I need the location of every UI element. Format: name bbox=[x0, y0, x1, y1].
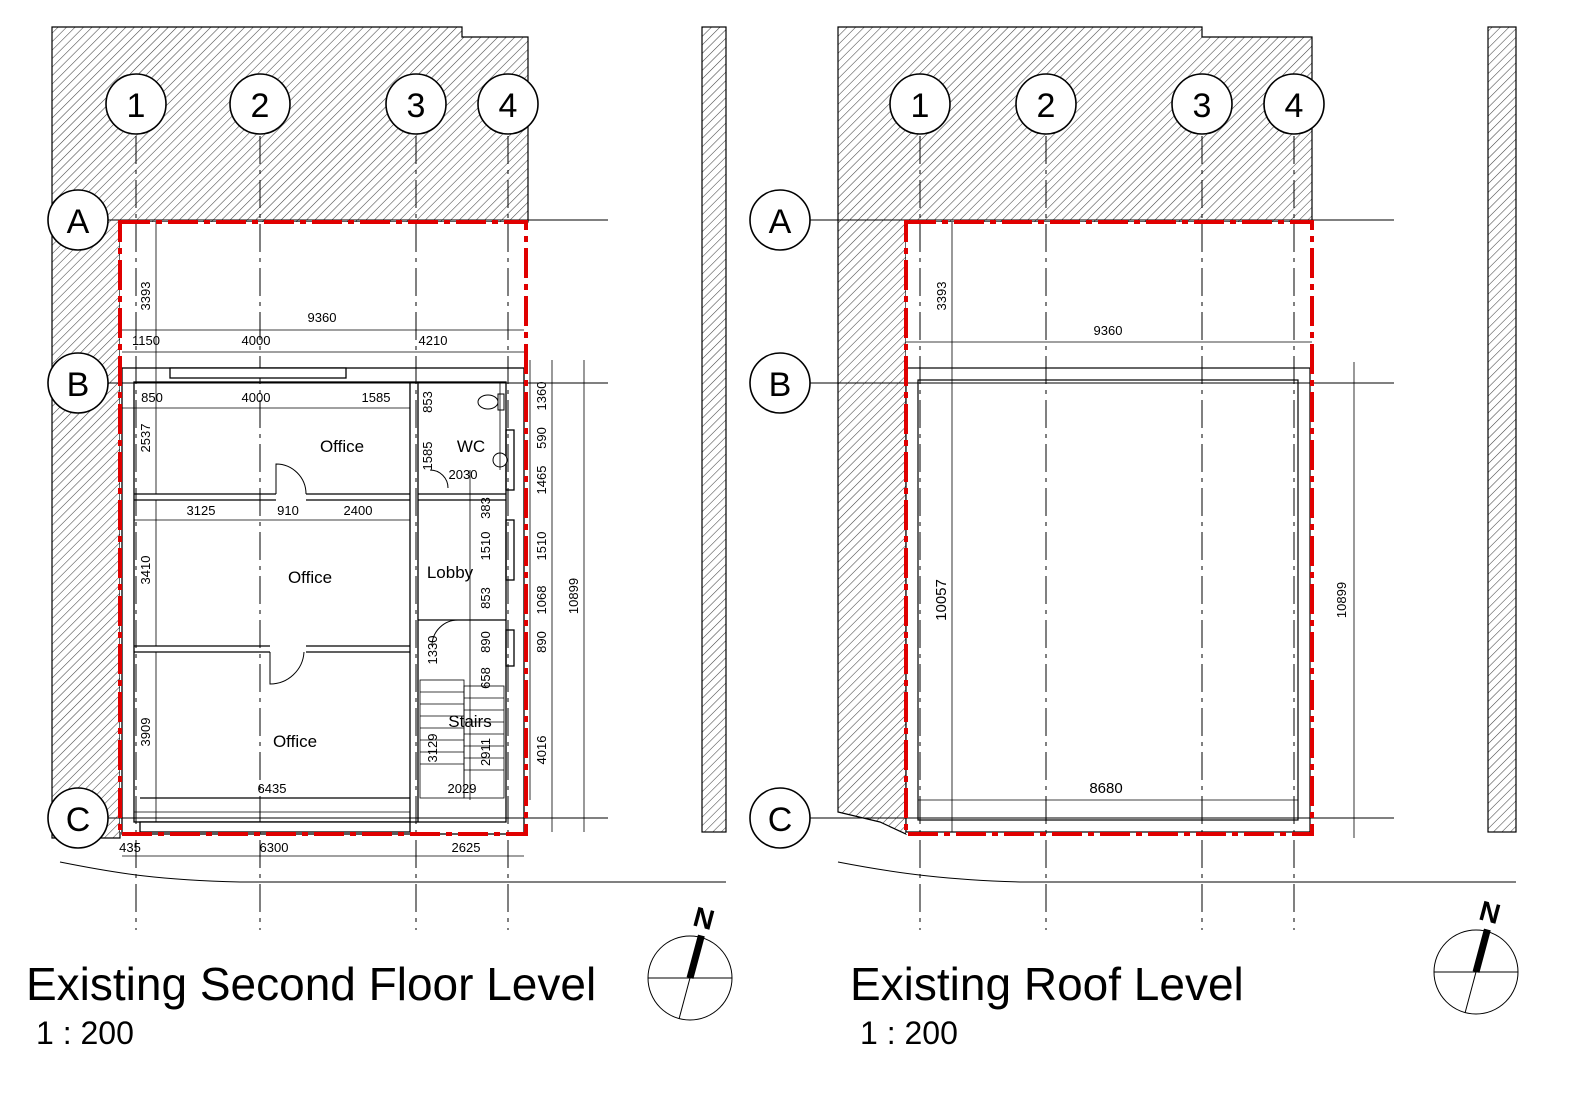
grid-bubble-2 bbox=[229, 73, 291, 135]
dim-label: 890 bbox=[478, 631, 493, 653]
room-label-office: Office bbox=[288, 568, 332, 587]
grid-label-C: C bbox=[768, 801, 793, 839]
dim-label: 1330 bbox=[425, 636, 440, 665]
site-boundary bbox=[904, 220, 1314, 836]
grid-label-2: 2 bbox=[1037, 87, 1056, 125]
dim-label: 1150 bbox=[132, 333, 160, 348]
north-arrow-icon: N bbox=[1433, 895, 1519, 1015]
plan-title: Existing Roof Level bbox=[850, 958, 1244, 1010]
dim-label: 435 bbox=[119, 840, 141, 855]
grid-label-B: B bbox=[769, 366, 792, 404]
dim-label: 890 bbox=[534, 631, 549, 653]
dim-label: 383 bbox=[478, 497, 493, 519]
grid-label-3: 3 bbox=[407, 87, 426, 125]
north-arrow-icon: N bbox=[647, 901, 733, 1021]
room-label-stairs: Stairs bbox=[448, 712, 491, 731]
dim-label: 10899 bbox=[1334, 582, 1349, 618]
dim-label: 2625 bbox=[452, 840, 481, 855]
dim-label: 3393 bbox=[138, 282, 153, 311]
plan-scale: 1 : 200 bbox=[860, 1015, 958, 1051]
dim-label: 4000 bbox=[242, 390, 271, 405]
grid-label-4: 4 bbox=[499, 87, 518, 125]
grid-bubble-A bbox=[749, 189, 811, 251]
grid-bubble-B bbox=[749, 352, 811, 414]
grid-label-C: C bbox=[66, 801, 91, 839]
roof-plan: 1 2 3 4 A B C 3393 9360 10057 10899 8680 bbox=[749, 26, 1519, 1051]
site-boundary bbox=[118, 220, 528, 836]
dim-label: 4210 bbox=[419, 333, 448, 348]
dim-label: 1465 bbox=[534, 466, 549, 495]
grid-bubble-3 bbox=[385, 73, 447, 135]
adjacent-building-hatch-east bbox=[701, 26, 727, 833]
grid-bubble-2 bbox=[1015, 73, 1077, 135]
toilet-icon bbox=[477, 394, 499, 410]
pavement-line bbox=[59, 861, 726, 883]
grid-label-1: 1 bbox=[911, 87, 930, 125]
dim-label: 3129 bbox=[425, 734, 440, 763]
dim-label: 1068 bbox=[534, 586, 549, 615]
dim-label: 1510 bbox=[534, 532, 549, 561]
grid-bubble-C bbox=[749, 787, 811, 849]
grid-label-A: A bbox=[67, 203, 90, 241]
room-label-office: Office bbox=[320, 437, 364, 456]
dim-label: 1510 bbox=[478, 532, 493, 561]
dim-label: 850 bbox=[141, 390, 163, 405]
grid-bubble-4 bbox=[1263, 73, 1325, 135]
dimension-lines bbox=[122, 222, 585, 857]
grid-label-1: 1 bbox=[127, 87, 146, 125]
plan-scale: 1 : 200 bbox=[36, 1015, 134, 1051]
dimension-lines bbox=[906, 222, 1355, 838]
north-label: N bbox=[1476, 895, 1504, 930]
dim-label: 3125 bbox=[187, 503, 216, 518]
dim-label: 4016 bbox=[534, 736, 549, 765]
dim-label: 6435 bbox=[258, 781, 287, 796]
second-floor-plan: 1 2 3 4 A B C bbox=[26, 26, 733, 1051]
dim-label: 1585 bbox=[362, 390, 391, 405]
dim-label: 1360 bbox=[534, 382, 549, 411]
pavement-line bbox=[837, 861, 1516, 883]
grid-bubble-A bbox=[47, 189, 109, 251]
dim-label: 910 bbox=[277, 503, 299, 518]
dim-label: 853 bbox=[478, 587, 493, 609]
grid-bubble-C bbox=[47, 787, 109, 849]
dim-label: 2030 bbox=[449, 467, 478, 482]
dim-label: 2537 bbox=[138, 424, 153, 453]
dim-label: 658 bbox=[478, 667, 493, 689]
dim-label: 2400 bbox=[344, 503, 373, 518]
stair-treads bbox=[419, 679, 505, 799]
grid-label-A: A bbox=[769, 203, 792, 241]
grid-label-3: 3 bbox=[1193, 87, 1212, 125]
room-label-lobby: Lobby bbox=[427, 563, 474, 582]
adjacent-building-hatch-east bbox=[1487, 26, 1517, 833]
grid-bubble-B bbox=[47, 352, 109, 414]
grid-label-4: 4 bbox=[1285, 87, 1304, 125]
grid-bubble-1 bbox=[105, 73, 167, 135]
dim-label: 3909 bbox=[138, 718, 153, 747]
room-label-office: Office bbox=[273, 732, 317, 751]
dim-label: 4000 bbox=[242, 333, 271, 348]
dim-label: 853 bbox=[420, 391, 435, 413]
dim-label: 9360 bbox=[308, 310, 337, 325]
room-label-wc: WC bbox=[457, 437, 485, 456]
dim-label: 10899 bbox=[566, 578, 581, 614]
dim-label: 1585 bbox=[420, 442, 435, 471]
north-label: N bbox=[690, 901, 718, 936]
grid-bubble-4 bbox=[477, 73, 539, 135]
grid-bubble-1 bbox=[889, 73, 951, 135]
dim-label: 10057 bbox=[933, 579, 950, 621]
dim-label: 3393 bbox=[934, 282, 949, 311]
grid-label-B: B bbox=[67, 366, 90, 404]
dim-label: 9360 bbox=[1094, 323, 1123, 338]
dim-label: 2911 bbox=[478, 738, 493, 766]
grid-bubble-3 bbox=[1171, 73, 1233, 135]
dim-label: 8680 bbox=[1089, 780, 1122, 797]
dim-label: 590 bbox=[534, 427, 549, 449]
grid-label-2: 2 bbox=[251, 87, 270, 125]
dim-label: 6300 bbox=[260, 840, 289, 855]
dim-label: 2029 bbox=[448, 781, 477, 796]
dim-label: 3410 bbox=[138, 556, 153, 585]
plan-title: Existing Second Floor Level bbox=[26, 958, 596, 1010]
